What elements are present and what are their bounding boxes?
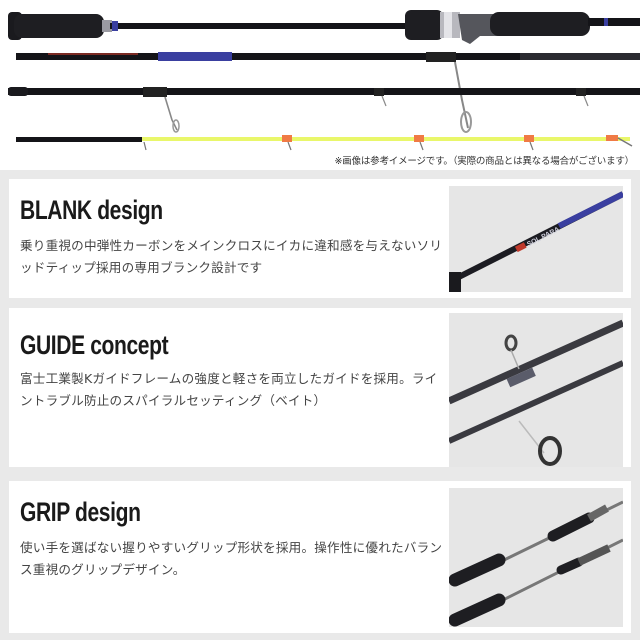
rod-section-2 [16, 52, 640, 133]
rod-guides-closeup [449, 319, 623, 466]
feature-image-blank: SOL PARA [449, 186, 623, 292]
hero-product-image: ※画像は参考イメージです。（実際の商品とは異なる場合がございます） [0, 0, 640, 170]
feature-image-grip [449, 488, 623, 627]
feature-description: 乗り重視の中弾性カーボンをメインクロスにイカに違和感を与えないソリッドティップ採… [20, 238, 443, 275]
feature-description: 使い手を選ばない握りやすいグリップ形状を採用。操作性に優れたバランス重視のグリッ… [20, 540, 443, 577]
feature-title: GUIDE concept [20, 330, 169, 360]
rod-grips-closeup [449, 500, 623, 627]
rod-section-3 [8, 87, 640, 133]
rod-section-butt [8, 10, 640, 44]
rod-illustration [8, 10, 640, 151]
feature-list: BLANK design 乗り重視の中弾性カーボンをメインクロスにイカに違和感を… [0, 170, 640, 640]
feature-title: GRIP design [20, 497, 141, 527]
feature-description: 富士工業製Kガイドフレームの強度と軽さを両立したガイドを採用。ライントラブル防止… [20, 371, 438, 408]
feature-card-guide-concept: GUIDE concept 富士工業製Kガイドフレームの強度と軽さを両立したガイ… [9, 308, 631, 467]
feature-card-blank-design: BLANK design 乗り重視の中弾性カーボンをメインクロスにイカに違和感を… [9, 179, 631, 298]
feature-image-guide [449, 313, 623, 467]
feature-title: BLANK design [20, 195, 163, 225]
image-disclaimer: ※画像は参考イメージです。（実際の商品とは異なる場合がございます） [334, 156, 635, 167]
feature-card-grip-design: GRIP design 使い手を選ばない握りやすいグリップ形状を採用。操作性に優… [9, 481, 631, 633]
rod-section-tip [16, 135, 633, 151]
rod-blank-closeup: SOL PARA [449, 191, 623, 292]
